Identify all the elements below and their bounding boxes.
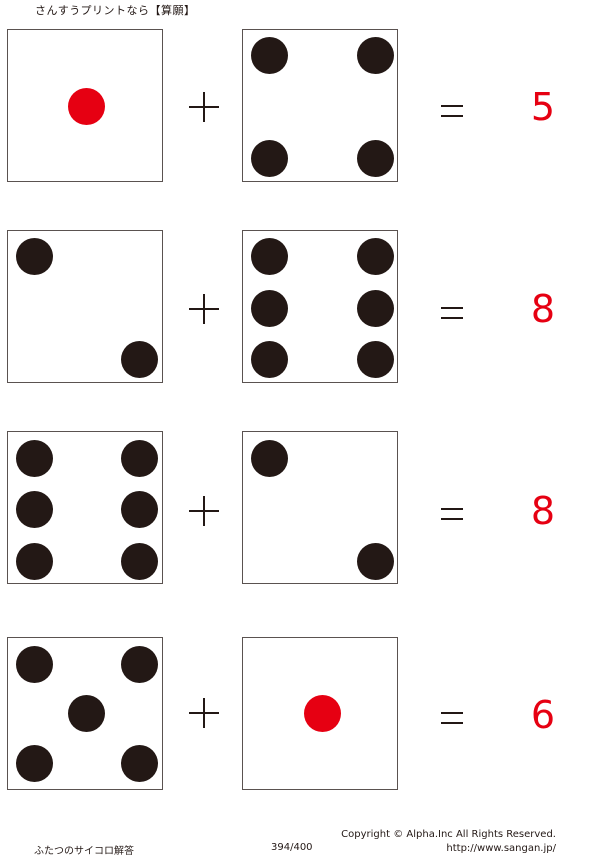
pip-icon xyxy=(121,646,158,683)
pip-icon xyxy=(68,695,105,732)
pip-icon xyxy=(68,88,105,125)
plus-sign-icon xyxy=(189,92,219,122)
plus-sign-icon xyxy=(189,496,219,526)
answer-row1: 5 xyxy=(530,85,556,129)
pip-icon xyxy=(357,37,394,74)
equals-sign-icon xyxy=(441,712,463,724)
worksheet-header-title: さんすうプリントなら【算願】 xyxy=(35,4,196,17)
pip-icon xyxy=(16,745,53,782)
die-left-row2 xyxy=(7,230,163,383)
footer-copyright: Copyright © Alpha.Inc All Rights Reserve… xyxy=(341,829,556,840)
pip-icon xyxy=(251,140,288,177)
pip-icon xyxy=(357,543,394,580)
plus-sign-icon xyxy=(189,294,219,324)
pip-icon xyxy=(251,440,288,477)
answer-row2: 8 xyxy=(530,287,556,331)
equals-sign-icon xyxy=(441,307,463,319)
die-right-row3 xyxy=(242,431,398,584)
pip-icon xyxy=(16,238,53,275)
pip-icon xyxy=(121,440,158,477)
die-left-row4 xyxy=(7,637,163,790)
pip-icon xyxy=(16,440,53,477)
footer-url-link[interactable]: http://www.sangan.jp/ xyxy=(446,843,556,854)
pip-icon xyxy=(121,745,158,782)
die-right-row1 xyxy=(242,29,398,182)
pip-icon xyxy=(357,238,394,275)
pip-icon xyxy=(16,491,53,528)
pip-icon xyxy=(357,341,394,378)
footer-page-number: 394/400 xyxy=(271,842,313,853)
pip-icon xyxy=(121,341,158,378)
pip-icon xyxy=(251,290,288,327)
pip-icon xyxy=(357,140,394,177)
die-left-row3 xyxy=(7,431,163,584)
pip-icon xyxy=(121,491,158,528)
answer-row3: 8 xyxy=(530,489,556,533)
equals-sign-icon xyxy=(441,105,463,117)
plus-sign-icon xyxy=(189,698,219,728)
footer-worksheet-name: ふたつのサイコロ解答 xyxy=(34,846,134,857)
die-left-row1 xyxy=(7,29,163,182)
pip-icon xyxy=(121,543,158,580)
die-right-row2 xyxy=(242,230,398,383)
equals-sign-icon xyxy=(441,508,463,520)
pip-icon xyxy=(304,695,341,732)
pip-icon xyxy=(251,238,288,275)
pip-icon xyxy=(357,290,394,327)
pip-icon xyxy=(251,37,288,74)
die-right-row4 xyxy=(242,637,398,790)
pip-icon xyxy=(251,341,288,378)
pip-icon xyxy=(16,646,53,683)
answer-row4: 6 xyxy=(530,693,556,737)
pip-icon xyxy=(16,543,53,580)
